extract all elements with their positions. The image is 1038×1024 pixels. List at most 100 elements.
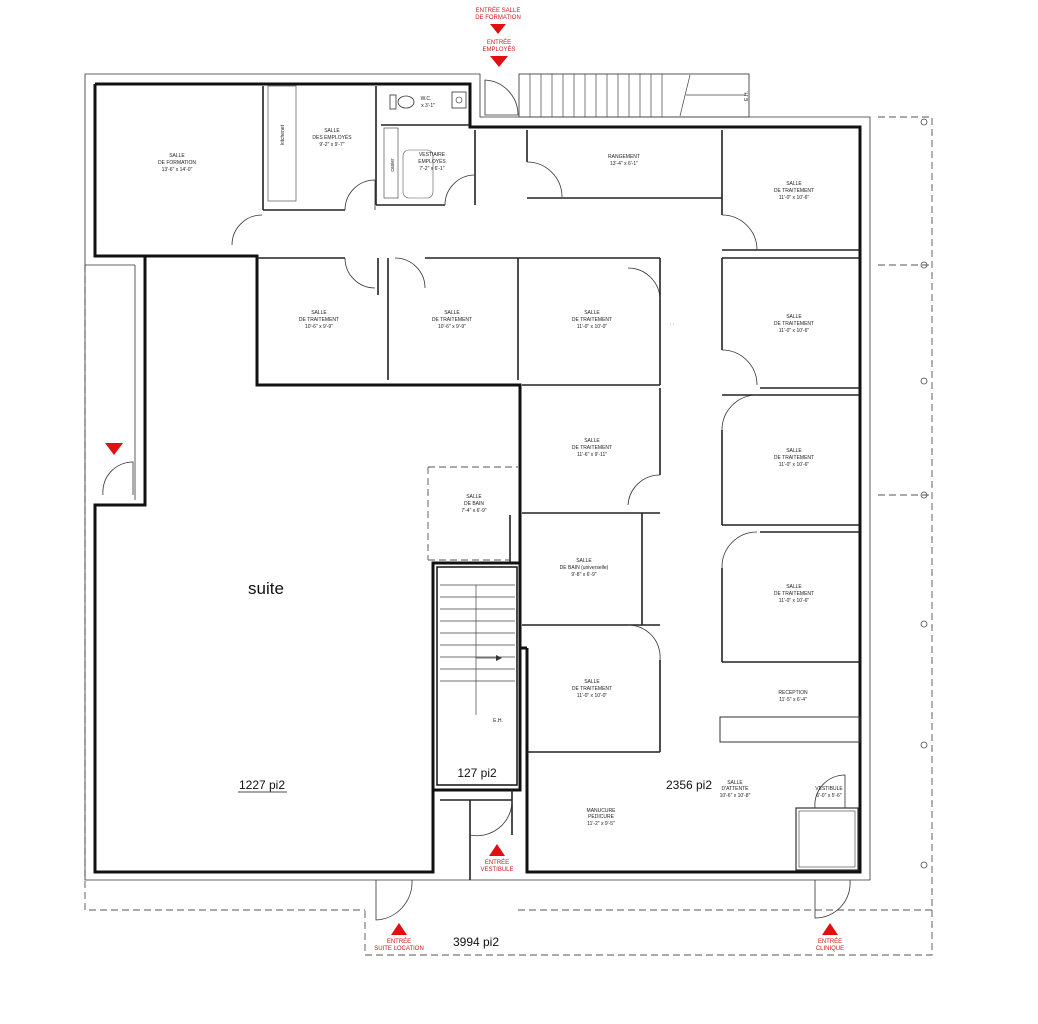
area-suite: 1227 pi2 — [239, 778, 285, 792]
svg-text:SALLE: SALLE — [311, 310, 327, 316]
eh-top-label: E.H. — [744, 91, 750, 101]
svg-text:11'-0" x 10'-6": 11'-0" x 10'-6" — [779, 195, 810, 201]
room-manucure: MANUCURE PEDICURE 11'-2" x 9'-5" — [587, 808, 617, 827]
svg-text:MANUCURE: MANUCURE — [587, 808, 617, 814]
entry-employes: ENTRÉE EMPLOYÉS — [482, 39, 516, 67]
column-markers — [920, 118, 928, 869]
entry-vestibule: ENTRÉE VESTIBULE — [480, 844, 514, 873]
room-treatment-6: SALLE DE TRAITEMENT 11'-6" x 9'-11" — [572, 438, 612, 458]
entry-suite-side — [105, 443, 123, 455]
room-treatment-3: SALLE DE TRAITEMENT 10'-6" x 9'-9" — [432, 310, 472, 330]
svg-text:11'-0" x 10'-0": 11'-0" x 10'-0" — [577, 324, 608, 330]
svg-text:DE TRAITEMENT: DE TRAITEMENT — [572, 686, 612, 692]
room-formation-name: SALLE — [169, 153, 185, 159]
svg-text:11'-0" x 10'-0": 11'-0" x 10'-0" — [577, 693, 608, 699]
main-walls — [93, 82, 862, 874]
svg-text:SALLE: SALLE — [786, 584, 802, 590]
room-employes-name: SALLE — [324, 128, 340, 134]
entry-vestibule-line2: VESTIBULE — [480, 867, 513, 873]
svg-text:SALLE: SALLE — [786, 314, 802, 320]
corridor-dots: · · — [670, 322, 675, 328]
svg-text:RECEPTION: RECEPTION — [778, 690, 808, 696]
room-vestiaire-name2: EMPLOYÉS — [418, 158, 446, 165]
room-casier-name: casier — [390, 158, 396, 172]
eh-stair-label: E.H. — [493, 718, 503, 724]
entry-employes-arrow — [490, 56, 508, 67]
svg-text:SALLE: SALLE — [584, 310, 600, 316]
svg-text:10'-6" x 9'-9": 10'-6" x 9'-9" — [305, 324, 333, 330]
svg-text:VESTIBULE: VESTIBULE — [815, 786, 843, 792]
room-treatment-8: SALLE DE TRAITEMENT 11'-0" x 10'-6" — [774, 584, 814, 604]
area-stair: 127 pi2 — [457, 766, 497, 780]
svg-text:SALLE: SALLE — [444, 310, 460, 316]
svg-text:DE BAIN: DE BAIN — [464, 501, 484, 507]
entry-location-arrow — [391, 923, 407, 935]
svg-text:9'-8" x 6'-9": 9'-8" x 6'-9" — [571, 572, 596, 578]
entry-location: ENTRÉE SUITE LOCATION — [374, 923, 424, 952]
svg-text:D'ATTENTE: D'ATTENTE — [722, 786, 750, 792]
svg-text:SALLE: SALLE — [786, 181, 802, 187]
svg-text:DE TRAITEMENT: DE TRAITEMENT — [774, 591, 814, 597]
svg-text:SALLE: SALLE — [727, 780, 743, 786]
room-wc: W.C. x 3'-1" — [421, 96, 436, 109]
wc-fixtures — [389, 91, 467, 199]
entry-vestibule-line1: ENTRÉE — [485, 859, 509, 866]
svg-text:DE TRAITEMENT: DE TRAITEMENT — [774, 188, 814, 194]
room-treatment-7: SALLE DE TRAITEMENT 11'-0" x 10'-6" — [774, 448, 814, 468]
doors — [102, 79, 851, 921]
svg-text:10'-6" x 9'-9": 10'-6" x 9'-9" — [438, 324, 466, 330]
svg-text:10'-6" x 10'-8": 10'-6" x 10'-8" — [720, 793, 751, 799]
svg-text:DE TRAITEMENT: DE TRAITEMENT — [774, 321, 814, 327]
svg-text:DE TRAITEMENT: DE TRAITEMENT — [299, 317, 339, 323]
exterior-stairs — [518, 73, 750, 118]
room-reception: RECEPTION 11'-5" x 6'-4" — [778, 690, 808, 703]
room-wc-dim: x 3'-1" — [421, 103, 435, 109]
room-treatment-4: SALLE DE TRAITEMENT 11'-0" x 10'-0" — [572, 310, 612, 330]
suite-label: suite — [248, 579, 284, 598]
entry-clinique: ENTRÉE CLINIQUE — [816, 923, 844, 952]
interior-stairs — [440, 584, 515, 715]
entry-formation-line1: ENTRÉE SALLE — [476, 7, 521, 14]
room-formation-name2: DE FORMATION — [158, 160, 196, 166]
room-treatment-5: SALLE DE TRAITEMENT 11'-0" x 10'-6" — [774, 314, 814, 334]
svg-text:SALLE: SALLE — [576, 558, 592, 564]
room-kitchenette-name: kitchenet — [280, 124, 286, 145]
entry-side-arrow — [105, 443, 123, 455]
svg-text:11'-5" x 6'-4": 11'-5" x 6'-4" — [779, 697, 807, 703]
entry-formation-line2: DE FORMATION — [475, 15, 521, 21]
svg-text:DE TRAITEMENT: DE TRAITEMENT — [572, 445, 612, 451]
svg-text:DE BAIN (universelle): DE BAIN (universelle) — [560, 565, 609, 571]
area-total: 3994 pi2 — [453, 935, 499, 949]
room-employes-name2: DES EMPLOYÉS — [312, 134, 352, 141]
room-rangement-dim: 13'-4" x 6'-1" — [610, 161, 638, 167]
area-clinic: 2356 pi2 — [666, 778, 712, 792]
room-formation-dim: 13'-6" x 14'-0" — [162, 167, 193, 173]
entry-employes-line1: ENTRÉE — [487, 39, 511, 46]
svg-text:SALLE: SALLE — [466, 494, 482, 500]
entry-employes-line2: EMPLOYÉS — [482, 46, 515, 53]
svg-text:11'-2" x 9'-5": 11'-2" x 9'-5" — [587, 821, 615, 827]
svg-text:11'-0" x 10'-6": 11'-0" x 10'-6" — [779, 598, 810, 604]
entry-formation-arrow — [490, 24, 506, 34]
svg-text:DE TRAITEMENT: DE TRAITEMENT — [432, 317, 472, 323]
room-rangement: RANGEMENT 13'-4" x 6'-1" — [608, 154, 640, 167]
room-kitchenette: kitchenet — [280, 124, 286, 145]
room-employes: SALLE DES EMPLOYÉS 9'-2" x 9'-7" — [312, 128, 352, 148]
room-formation: SALLE DE FORMATION 13'-6" x 14'-0" — [158, 153, 196, 173]
room-rangement-name: RANGEMENT — [608, 154, 640, 160]
entry-clinique-arrow — [822, 923, 838, 935]
room-vestiaire-name: VESTIAIRE — [419, 152, 446, 158]
svg-text:11'-6" x 9'-11": 11'-6" x 9'-11" — [577, 452, 607, 458]
room-attente: SALLE D'ATTENTE 10'-6" x 10'-8" — [720, 780, 751, 799]
svg-text:SALLE: SALLE — [584, 679, 600, 685]
svg-text:6'-0" x 5'-6": 6'-0" x 5'-6" — [816, 793, 841, 799]
room-employes-dim: 9'-2" x 9'-7" — [319, 142, 344, 148]
room-bain: SALLE DE BAIN 7'-4" x 6'-9" — [461, 494, 486, 514]
room-treatment-2: SALLE DE TRAITEMENT 10'-6" x 9'-9" — [299, 310, 339, 330]
svg-text:SALLE: SALLE — [786, 448, 802, 454]
room-vestiaire: VESTIAIRE EMPLOYÉS 7'-2" x 6'-1" casier — [390, 152, 446, 172]
room-treatment-9: SALLE DE TRAITEMENT 11'-0" x 10'-0" — [572, 679, 612, 699]
room-treatment-1: SALLE DE TRAITEMENT 11'-0" x 10'-6" — [774, 181, 814, 201]
svg-text:SALLE: SALLE — [584, 438, 600, 444]
